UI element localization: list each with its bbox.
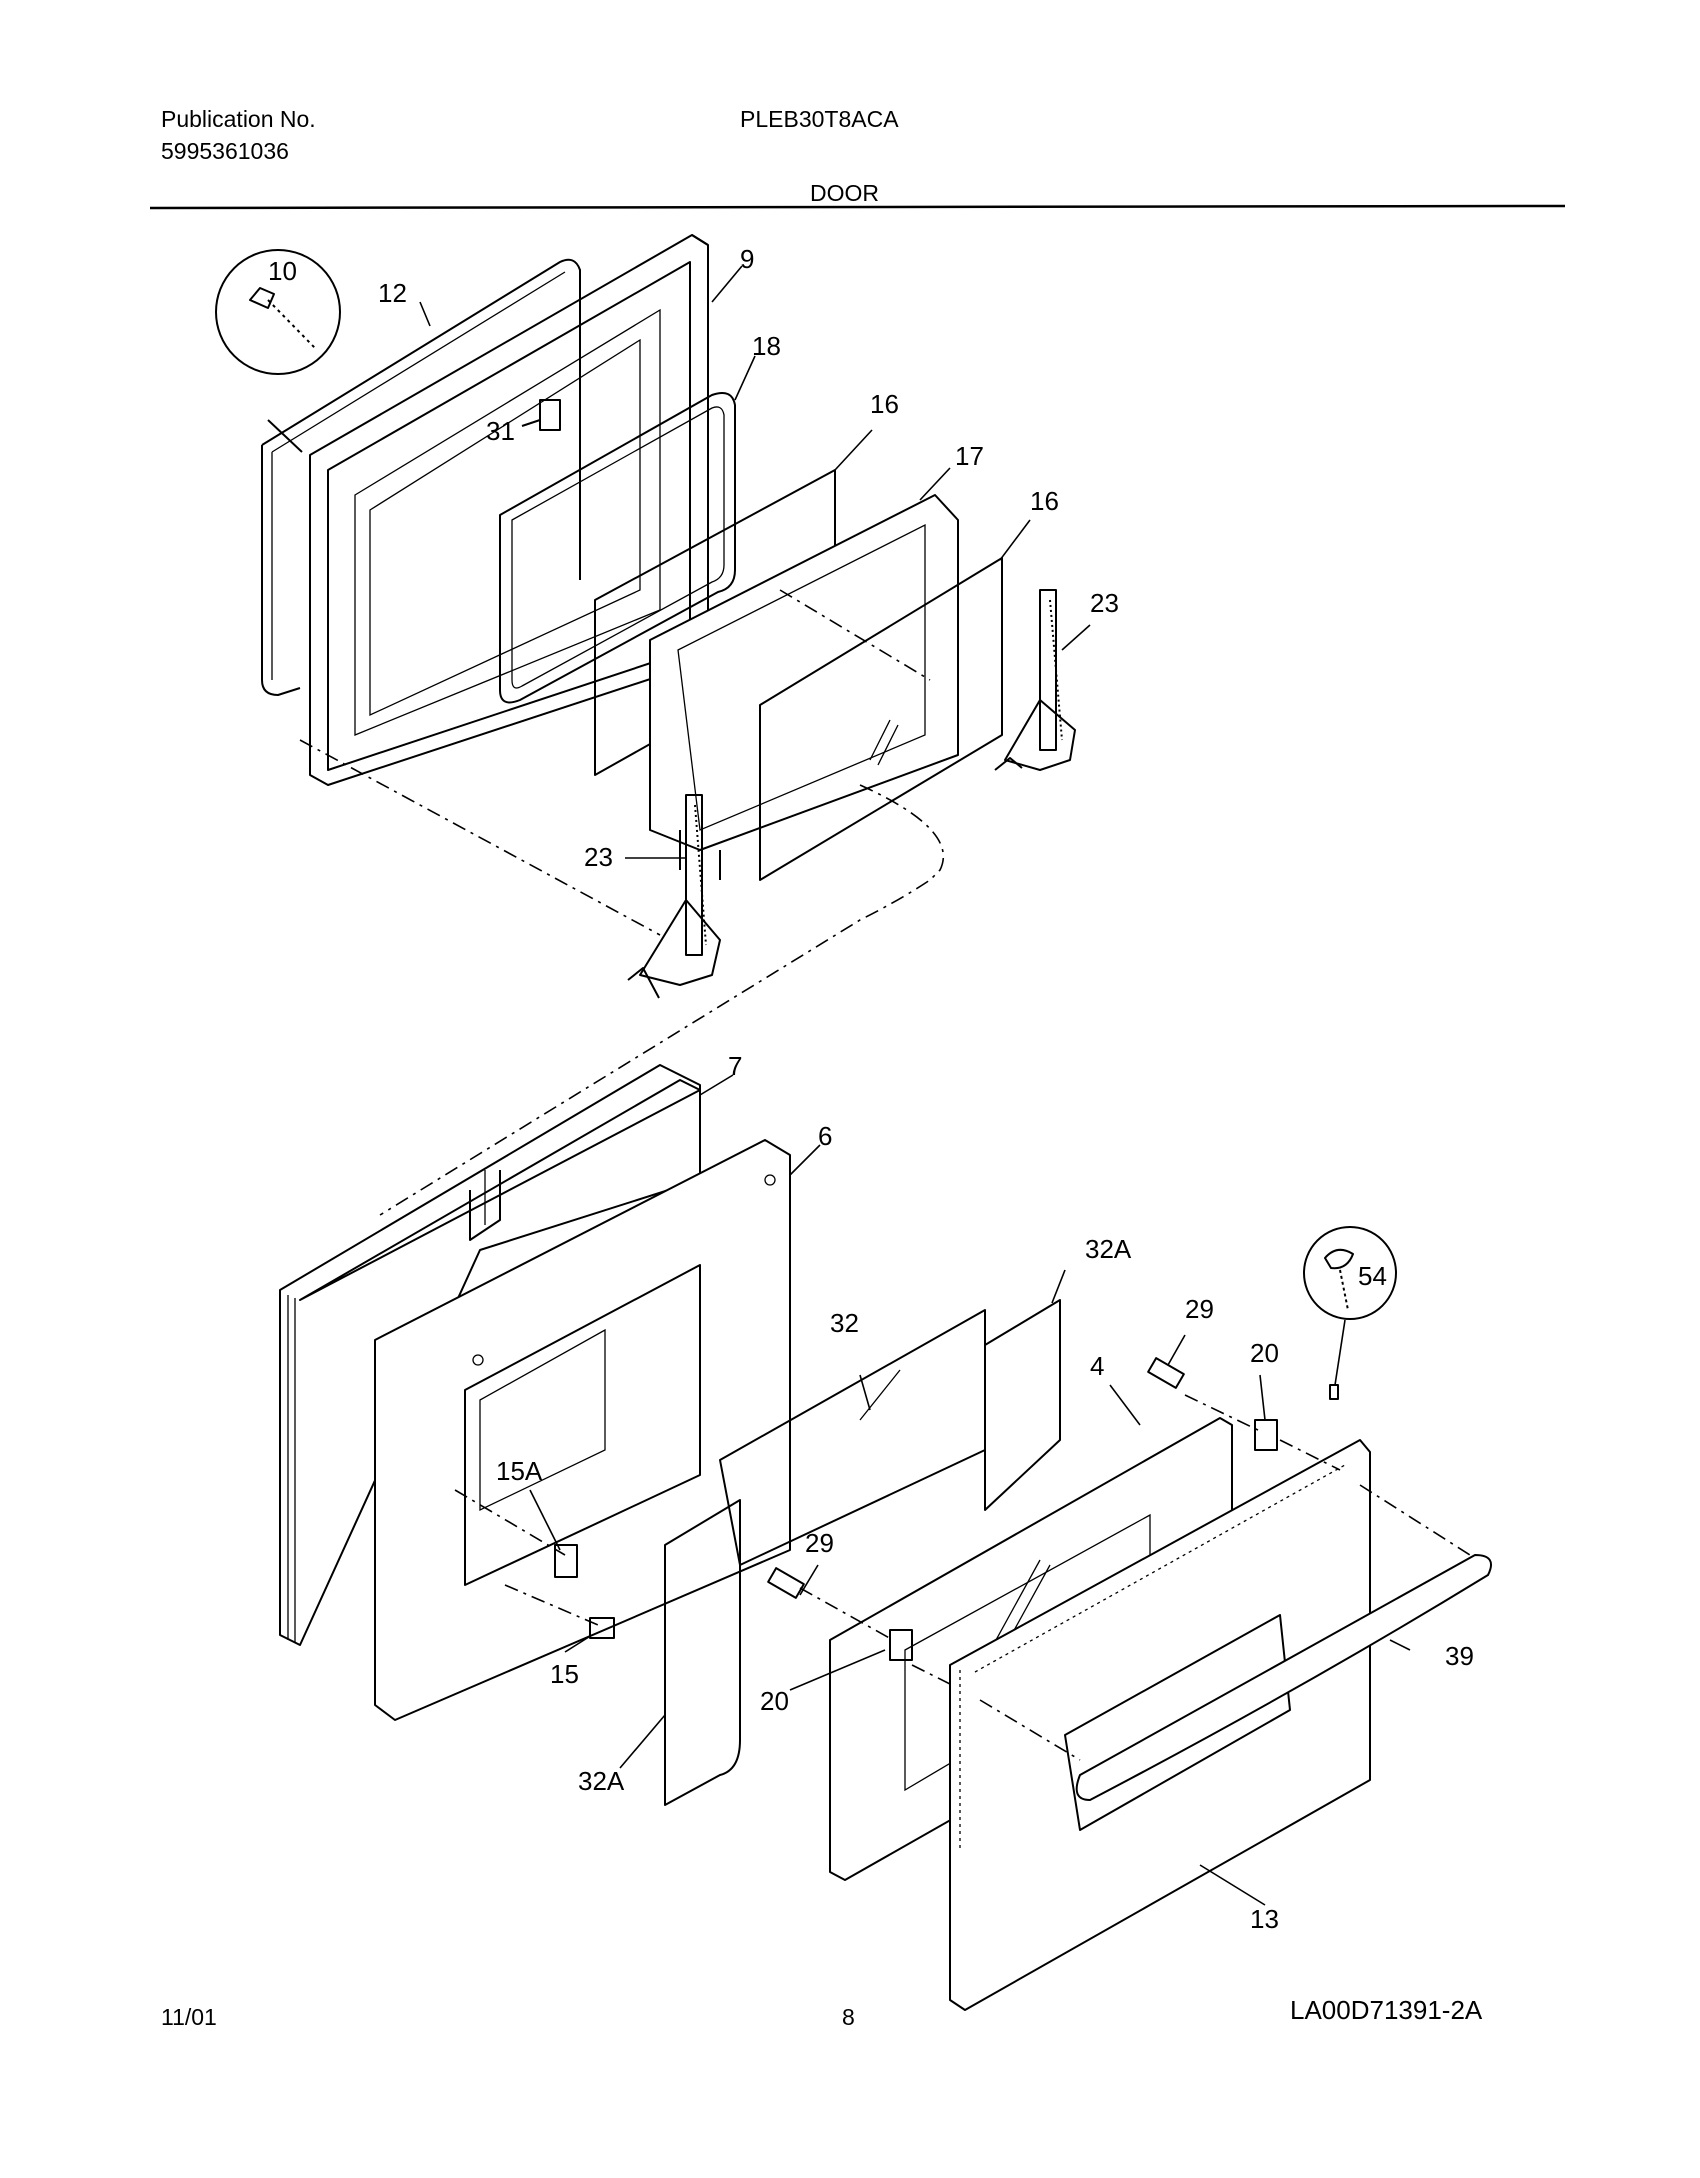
callout-23-right: 23 <box>1090 588 1119 618</box>
callout-54: 54 <box>1358 1261 1387 1291</box>
callout-9: 9 <box>740 244 754 274</box>
door-liner-6 <box>374 1139 791 1721</box>
pin-29-bottom <box>767 1567 805 1599</box>
section-title: DOOR <box>810 180 879 206</box>
header-rule <box>149 204 1566 210</box>
callout-39: 39 <box>1445 1641 1474 1671</box>
screw-detail-54 <box>1303 1226 1397 1400</box>
callout-15: 15 <box>550 1659 579 1689</box>
footer-date: 11/01 <box>161 2004 217 2030</box>
clip-15a <box>554 1544 578 1578</box>
callout-32: 32 <box>830 1308 859 1338</box>
door-gasket-12 <box>261 258 581 696</box>
callout-15a: 15A <box>496 1456 543 1486</box>
outer-door-panel-13 <box>949 1439 1371 2011</box>
insulation-7 <box>279 1064 701 1646</box>
callout-7: 7 <box>728 1051 742 1081</box>
callout-17: 17 <box>955 441 984 471</box>
hinge-23-right <box>994 589 1076 771</box>
pin-29-top <box>1147 1357 1185 1389</box>
window-seal-18 <box>499 392 736 704</box>
model-number: PLEB30T8ACA <box>740 106 899 132</box>
callout-16-right: 16 <box>1030 486 1059 516</box>
callout-20-bottom: 20 <box>760 1686 789 1716</box>
publication-number: 5995361036 <box>161 138 289 164</box>
callout-16-left: 16 <box>870 389 899 419</box>
callout-6: 6 <box>818 1121 832 1151</box>
clip-15 <box>589 1617 615 1639</box>
callout-13: 13 <box>1250 1904 1279 1934</box>
plate-20-top <box>1254 1419 1278 1451</box>
callout-32a-bottom: 32A <box>578 1766 625 1796</box>
publication-label: Publication No. <box>161 106 316 132</box>
plate-20-bottom <box>889 1629 913 1661</box>
callout-10: 10 <box>268 256 297 286</box>
door-handle-39 <box>1075 1554 1492 1801</box>
callout-29-bottom: 29 <box>805 1528 834 1558</box>
callout-4: 4 <box>1090 1351 1104 1381</box>
callout-20-top: 20 <box>1250 1338 1279 1368</box>
callout-32a-top: 32A <box>1085 1234 1132 1264</box>
callout-leaders <box>419 265 1411 1906</box>
callout-12: 12 <box>378 278 407 308</box>
page-number: 8 <box>842 2004 855 2030</box>
callout-31: 31 <box>486 416 515 446</box>
callout-29-top: 29 <box>1185 1294 1214 1324</box>
hinge-23-left <box>627 794 721 999</box>
screw-detail-10 <box>215 249 341 453</box>
glass-pane-32a-bottom <box>664 1499 741 1806</box>
callout-23-left: 23 <box>584 842 613 872</box>
bracket-31 <box>521 399 561 431</box>
callout-18: 18 <box>752 331 781 361</box>
glass-frame-17 <box>649 494 959 880</box>
glass-pane-32a-top <box>984 1299 1061 1511</box>
drawing-id: LA00D71391-2A <box>1290 1995 1483 2025</box>
glass-pane-16-right <box>759 557 1003 881</box>
